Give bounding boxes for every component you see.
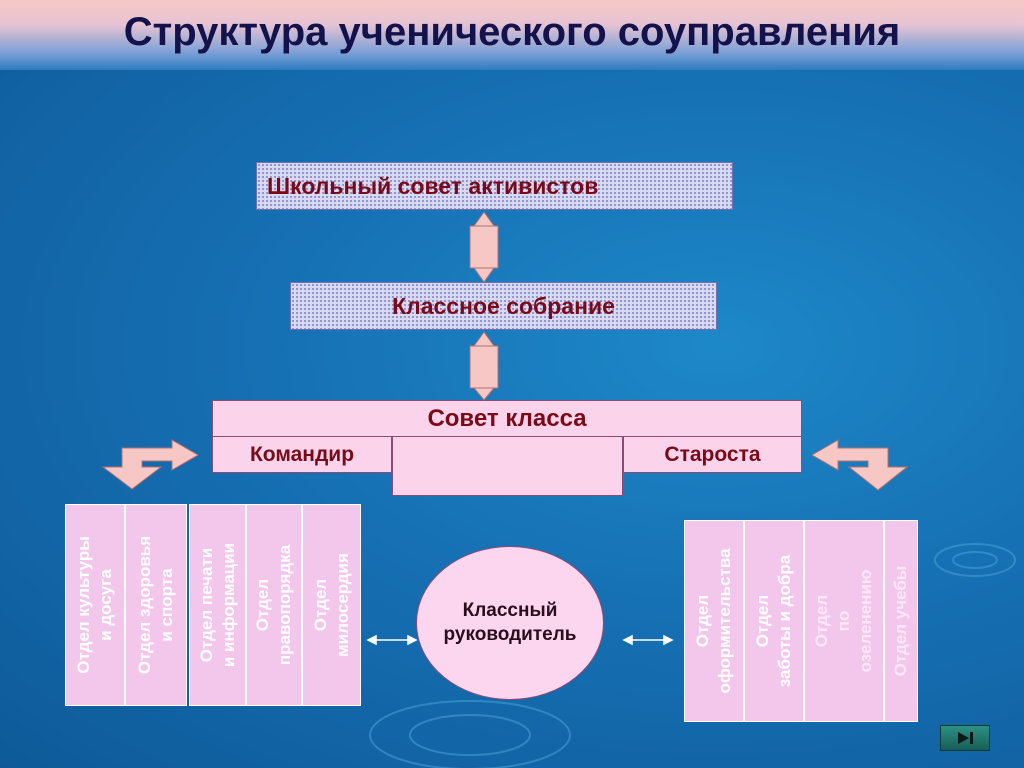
- double-arrow-middle: [469, 331, 499, 401]
- headman-box: Староста: [623, 436, 802, 473]
- class-teacher-circle: Классный руководитель: [416, 546, 604, 700]
- teacher-arrow-left: [366, 634, 418, 646]
- title-banner: [0, 0, 1024, 70]
- class-teacher-line2: руководитель: [443, 624, 577, 645]
- commander-box: Командир: [212, 436, 392, 473]
- play-next-icon: [958, 732, 973, 744]
- center-empty-box: [392, 436, 623, 496]
- class-meeting-box: Классное собрание: [290, 282, 717, 330]
- class-teacher-line1: Классный: [462, 600, 558, 621]
- next-slide-button[interactable]: [940, 725, 990, 751]
- bent-arrow-right: [810, 439, 909, 491]
- commander-label: Командир: [249, 442, 355, 466]
- teacher-arrow-right: [622, 634, 674, 646]
- page-title: Структура ученического соуправления: [123, 10, 901, 54]
- school-council-box: Школьный совет активистов: [256, 162, 733, 210]
- dept-study-text: Отдел учебы: [891, 565, 910, 677]
- double-arrow-top: [469, 211, 499, 283]
- school-council-label: Школьный совет активистов: [267, 172, 599, 199]
- bent-arrow-left: [101, 439, 200, 490]
- class-council-label: Совет класса: [427, 404, 587, 432]
- dept-study: Отдел учебы: [884, 520, 918, 722]
- class-meeting-label: Классное собрание: [392, 292, 615, 319]
- ripple-decoration: [369, 543, 1016, 768]
- headman-label: Староста: [664, 442, 761, 466]
